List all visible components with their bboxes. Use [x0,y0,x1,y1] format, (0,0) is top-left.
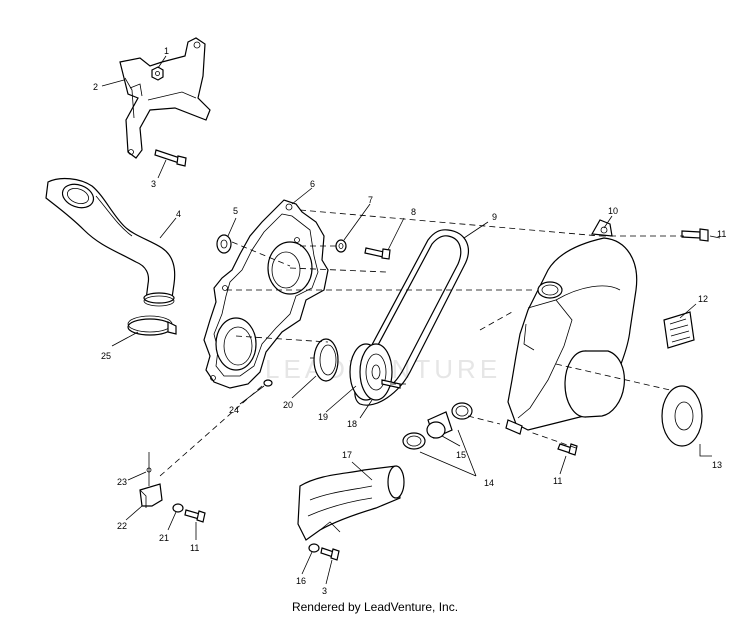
assembly-lines [159,209,684,477]
callout-8: 8 [411,207,416,217]
callout-4: 4 [176,209,181,219]
part-washer-bracket [172,503,184,513]
part-hose-clamp [127,315,177,336]
callout-15: 15 [456,450,466,460]
part-washer-cover [263,379,273,387]
part-bolt-bracket [184,509,206,523]
part-air-duct [297,465,405,541]
callout-24: 24 [229,405,239,415]
callout-19: 19 [318,412,328,422]
callout-7: 7 [368,195,373,205]
part-small-bracket [139,483,163,508]
footer-credit: Rendered by LeadVenture, Inc. [291,600,459,614]
part-intake-hose [45,177,176,307]
callout-11-bracket: 11 [190,543,199,553]
callout-2: 2 [93,82,98,92]
callout-23: 23 [117,477,127,487]
part-outer-cover [505,219,638,435]
callout-21: 21 [159,533,169,543]
callout-11: 11 [717,229,726,239]
callout-12: 12 [698,294,708,304]
part-washer-left [216,234,232,254]
callout-14: 14 [484,478,494,488]
part-decal [663,311,695,349]
callout-5: 5 [233,206,238,216]
part-sleeve-clamps [402,402,473,450]
callout-18: 18 [347,419,357,429]
part-washer-duct [308,543,320,553]
callout-11-lower: 11 [553,476,562,486]
callout-20: 20 [283,400,293,410]
callout-22: 22 [117,521,127,531]
part-pulley [349,343,401,401]
part-oil-seal [310,338,339,382]
callout-1: 1 [164,46,169,56]
callout-10: 10 [608,206,618,216]
part-inner-cover [203,199,329,389]
part-nut [151,66,164,81]
part-bolt-right [681,228,709,242]
leader-lines [101,55,721,585]
callout-labels: 1 2 3 4 5 6 7 8 9 10 11 12 13 14 15 16 1… [93,46,726,596]
callout-3-lower: 3 [322,586,327,596]
callout-16: 16 [296,576,306,586]
part-gasket [661,385,703,447]
callout-9: 9 [492,212,497,222]
callout-6: 6 [310,179,315,189]
callout-25: 25 [101,351,111,361]
callout-13: 13 [712,460,722,470]
part-bracket [119,37,211,159]
part-bolt-bottom [557,443,578,456]
callout-17: 17 [342,450,352,460]
part-bolt-cover [364,247,391,260]
part-bolt-upper [154,149,187,167]
part-bolt-duct [320,547,340,561]
callout-3: 3 [151,179,156,189]
part-pin [146,452,152,486]
part-washer-small [335,239,347,253]
